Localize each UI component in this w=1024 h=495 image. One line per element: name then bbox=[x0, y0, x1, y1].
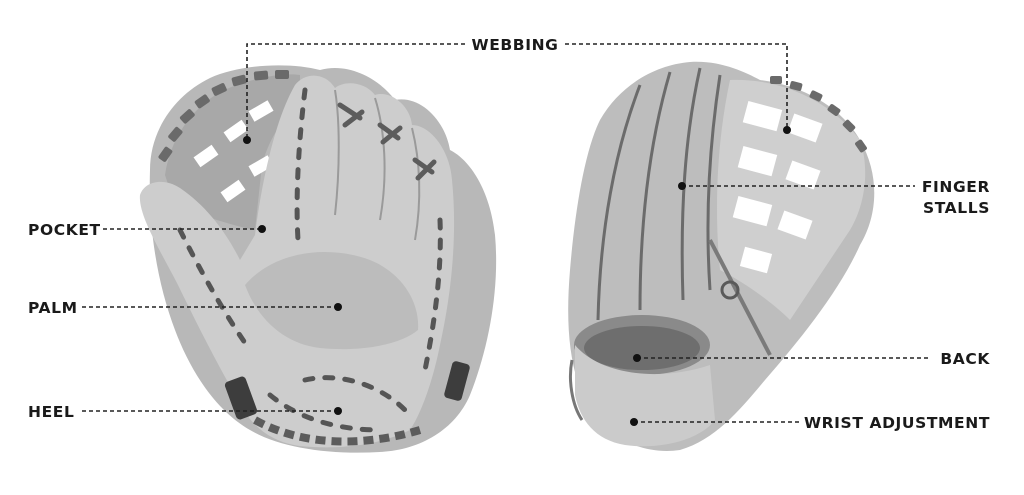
wrist-strap bbox=[575, 345, 715, 447]
finger-stall-ridges bbox=[596, 67, 722, 321]
webbing-label: WEBBING bbox=[472, 36, 559, 54]
finger-stalls-label-line2: STALLS bbox=[923, 199, 990, 217]
back-opening-inner bbox=[584, 326, 700, 370]
back-label: BACK bbox=[940, 350, 990, 368]
back-edge-lacing bbox=[770, 76, 867, 153]
wrist-strap-tab bbox=[568, 359, 584, 421]
back-view-glove bbox=[568, 61, 875, 451]
heel-strap-right bbox=[444, 361, 470, 401]
webbing-marker-right bbox=[783, 126, 791, 134]
webbing-leader-left bbox=[246, 43, 465, 140]
webbing-leader-right bbox=[565, 43, 788, 130]
lace-knot bbox=[720, 280, 740, 300]
finger-stalls-marker bbox=[678, 182, 686, 190]
pocket-label: POCKET bbox=[28, 221, 101, 239]
palm-stitching bbox=[177, 87, 443, 433]
webbing-marker-left bbox=[243, 136, 251, 144]
finger-lacing bbox=[337, 102, 437, 181]
pocket-marker bbox=[258, 225, 266, 233]
back-webbing-slots bbox=[732, 100, 823, 274]
palm-marker bbox=[334, 303, 342, 311]
finger-stalls-label-line1: FINGER bbox=[922, 178, 990, 196]
back-marker bbox=[633, 354, 641, 362]
palm-view-glove bbox=[139, 65, 497, 453]
palm-label: PALM bbox=[28, 299, 78, 317]
heel-strap-left bbox=[224, 376, 258, 420]
palm-shading bbox=[245, 252, 419, 350]
heel-label: HEEL bbox=[28, 403, 74, 421]
webbing-slots bbox=[193, 100, 274, 203]
back-lace-strap bbox=[708, 239, 772, 356]
edge-lacing bbox=[158, 70, 289, 162]
wrist-adjustment-marker bbox=[630, 418, 638, 426]
finger-seams bbox=[334, 89, 421, 241]
wrist-adjustment-label: WRIST ADJUSTMENT bbox=[804, 414, 990, 432]
heel-marker bbox=[334, 407, 342, 415]
heel-lacing bbox=[253, 416, 422, 446]
